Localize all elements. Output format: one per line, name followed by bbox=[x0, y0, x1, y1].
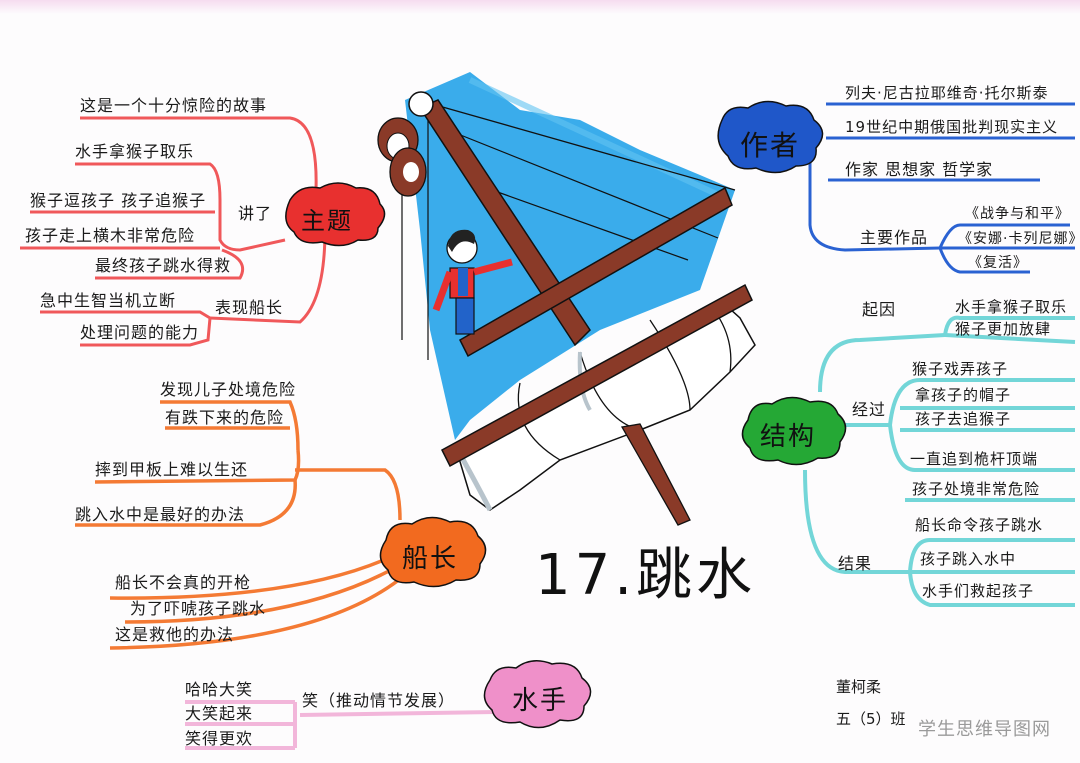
author-cloud bbox=[717, 100, 824, 174]
theme-shows-item: 处理问题的能力 bbox=[80, 323, 200, 342]
paper-top-wash bbox=[0, 0, 1080, 14]
author-signature-name: 董柯柔 bbox=[836, 678, 882, 696]
structure-cloud bbox=[741, 396, 847, 466]
theme-cloud-label: 主题 bbox=[301, 207, 353, 235]
author-line: 作家 思想家 哲学家 bbox=[845, 160, 994, 179]
theme-told-item: 最终孩子跳水得救 bbox=[95, 256, 232, 275]
sailor-laugh-item: 笑得更欢 bbox=[185, 729, 254, 748]
monkey-figure bbox=[377, 117, 427, 197]
author-work: 《战争与和平》 bbox=[965, 206, 1070, 222]
captain-cloud bbox=[379, 516, 487, 588]
sailor-laugh-item: 大笑起来 bbox=[185, 704, 254, 723]
author-signature-class: 五（5）班 bbox=[836, 710, 906, 728]
theme-told-item: 猴子逗孩子 孩子追猴子 bbox=[30, 191, 207, 210]
sailor-cloud-label: 水手 bbox=[512, 686, 569, 716]
captain-upper-item: 发现儿子处境危险 bbox=[160, 380, 297, 399]
structure-result-item: 孩子跳入水中 bbox=[920, 550, 1017, 568]
author-branches bbox=[808, 102, 1075, 274]
structure-process-item: 孩子去追猴子 bbox=[915, 410, 1012, 428]
structure-process-item: 孩子处境非常危险 bbox=[912, 480, 1041, 498]
structure-cause-label: 起因 bbox=[862, 300, 897, 319]
sailor-laugh-item: 哈哈大笑 bbox=[185, 680, 254, 699]
captain-upper-item: 摔到甲板上难以生还 bbox=[95, 460, 249, 479]
theme-shows-label: 表现船长 bbox=[215, 298, 284, 317]
captain-lower-item: 为了吓唬孩子跳水 bbox=[130, 599, 267, 618]
author-line: 列夫·尼古拉耶维奇·托尔斯泰 bbox=[845, 84, 1049, 102]
structure-cause-item: 水手拿猴子取乐 bbox=[955, 298, 1068, 316]
author-work: 《安娜·卡列尼娜》 bbox=[958, 231, 1080, 247]
captain-branches bbox=[75, 400, 407, 650]
structure-cloud-label: 结构 bbox=[760, 422, 817, 452]
structure-result-label: 结果 bbox=[838, 554, 873, 573]
captain-upper-item: 有跌下来的危险 bbox=[165, 408, 285, 427]
theme-told-item: 孩子走上横木非常危险 bbox=[25, 226, 196, 245]
watermark: 学生思维导图网 bbox=[918, 719, 1051, 740]
author-works-label: 主要作品 bbox=[860, 228, 929, 247]
theme-shows-item: 急中生智当机立断 bbox=[40, 291, 177, 310]
ship-sail-illustration bbox=[377, 72, 756, 526]
author-cloud-label: 作者 bbox=[740, 129, 801, 162]
theme-cloud bbox=[285, 182, 386, 247]
theme-summary: 这是一个十分惊险的故事 bbox=[80, 96, 268, 115]
theme-branches bbox=[20, 116, 327, 347]
sailor-laugh-label: 笑（推动情节发展） bbox=[302, 691, 456, 710]
theme-told-label: 讲了 bbox=[238, 204, 273, 223]
structure-cause-item: 猴子更加放肆 bbox=[955, 320, 1052, 338]
sailor-branches bbox=[185, 700, 496, 750]
author-work: 《复活》 bbox=[968, 255, 1028, 271]
theme-told-item: 水手拿猴子取乐 bbox=[75, 142, 195, 161]
sailor-cloud bbox=[483, 660, 592, 729]
structure-process-item: 猴子戏弄孩子 bbox=[912, 360, 1009, 378]
structure-process-item: 一直追到桅杆顶端 bbox=[910, 450, 1039, 468]
page-title: 17.跳水 bbox=[535, 543, 757, 608]
structure-result-item: 船长命令孩子跳水 bbox=[915, 516, 1044, 534]
captain-lower-item: 这是救他的办法 bbox=[115, 625, 235, 644]
structure-branches bbox=[803, 315, 1076, 607]
captain-cloud-label: 船长 bbox=[402, 544, 459, 574]
author-line: 19世纪中期俄国批判现实主义 bbox=[845, 118, 1059, 136]
structure-result-item: 水手们救起孩子 bbox=[922, 582, 1035, 600]
captain-lower-item: 船长不会真的开枪 bbox=[115, 573, 252, 592]
boy-figure bbox=[432, 229, 513, 335]
structure-process-item: 拿孩子的帽子 bbox=[915, 386, 1012, 404]
captain-upper-item: 跳入水中是最好的办法 bbox=[75, 505, 246, 524]
structure-process-label: 经过 bbox=[852, 400, 887, 419]
